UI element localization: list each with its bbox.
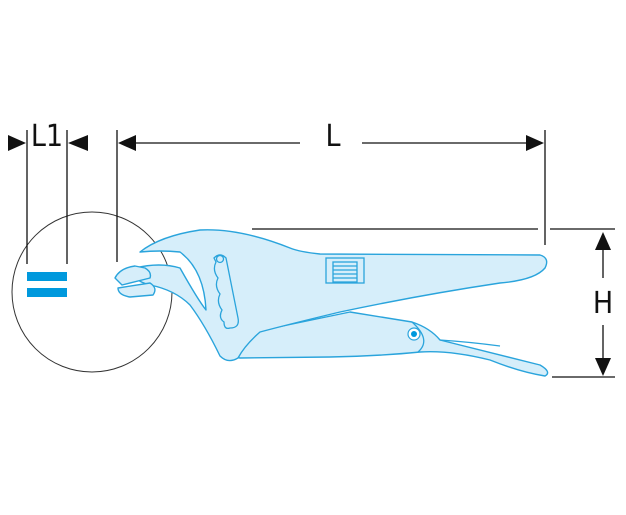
- dimension-label-l: L: [325, 119, 340, 154]
- lower-handle: [214, 311, 549, 377]
- dimension-label-l1: L1: [31, 119, 63, 154]
- dimension-lines: [8, 130, 615, 378]
- lower-jaw: [117, 282, 156, 298]
- l1-arrow-left: [68, 135, 88, 151]
- dimension-label-h: H: [593, 286, 613, 321]
- upper-handle: [133, 229, 548, 362]
- release-lever-slot: [213, 254, 239, 330]
- equals-icon: [27, 272, 67, 297]
- locking-pliers-drawing: [114, 229, 549, 377]
- adjusting-screw: [325, 257, 365, 284]
- upper-jaw: [114, 265, 152, 286]
- l1-arrow-right: [8, 135, 26, 151]
